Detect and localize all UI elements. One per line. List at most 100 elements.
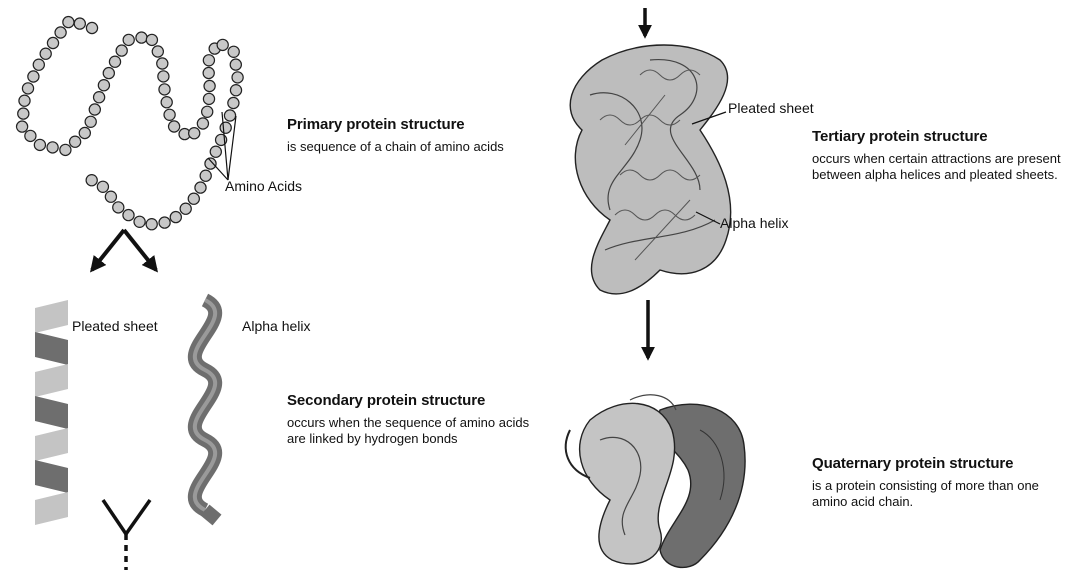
amino-acid-bead — [216, 38, 229, 52]
tertiary-pleated-sheet-label: Pleated sheet — [728, 100, 814, 116]
amino-acid-bead — [209, 145, 222, 158]
amino-acid-bead — [68, 135, 82, 148]
amino-acid-bead — [227, 45, 240, 59]
amino-acid-bead — [187, 126, 201, 140]
tertiary-structure-shape — [569, 44, 732, 295]
amino-acid-bead — [46, 36, 60, 50]
amino-acid-bead — [187, 192, 200, 205]
amino-acid-bead — [84, 115, 97, 129]
amino-acid-bead — [97, 78, 111, 92]
amino-acid-bead — [229, 58, 242, 71]
secondary-structure-description: occurs when the sequence of amino acids … — [287, 414, 530, 446]
amino-acid-bead — [122, 208, 135, 222]
amino-acid-bead — [39, 47, 52, 60]
amino-acid-bead — [179, 202, 192, 215]
amino-acid-bead — [96, 180, 110, 193]
amino-acid-bead — [62, 15, 75, 29]
tertiary-structure-description: occurs when certain attractions are pres… — [812, 150, 1061, 182]
amino-acid-bead — [158, 83, 171, 96]
amino-acid-bead — [223, 109, 237, 122]
primary-structure-description: is sequence of a chain of amino acids — [287, 138, 504, 154]
amino-acid-bead — [115, 44, 128, 57]
tertiary-pointer-lines — [691, 111, 727, 225]
amino-acid-bead — [15, 120, 29, 133]
primary-structure-caption: Primary protein structure is sequence of… — [287, 116, 504, 155]
pleated-sheet-segment — [35, 364, 68, 397]
amino-acid-bead — [33, 138, 47, 152]
amino-acid-bead — [73, 17, 87, 30]
amino-acid-bead — [46, 141, 59, 154]
quaternary-structure-shape — [564, 394, 746, 569]
amino-acid-bead — [18, 94, 31, 107]
alpha-helix-highlight — [192, 298, 218, 512]
amino-acid-bead — [156, 57, 169, 70]
pleated-sheet-segment — [35, 396, 68, 429]
amino-acid-bead — [122, 33, 135, 47]
amino-acid-chain — [15, 15, 244, 231]
amino-acid-bead — [151, 45, 164, 58]
amino-acid-bead — [158, 216, 171, 229]
amino-acid-bead — [108, 55, 122, 68]
amino-acid-bead — [135, 31, 148, 44]
alpha-helix-tail — [200, 504, 222, 526]
secondary-structure-caption: Secondary protein structure occurs when … — [287, 392, 529, 447]
amino-acid-bead — [78, 126, 92, 140]
amino-acid-bead — [194, 181, 207, 194]
amino-acid-bead — [133, 215, 146, 228]
secondary-pleated-sheet-label: Pleated sheet — [72, 318, 158, 334]
amino-acid-bead — [32, 58, 46, 71]
amino-acid-bead — [85, 21, 99, 35]
pleated-sheet-segment — [35, 332, 68, 365]
secondary-alpha-helix-label: Alpha helix — [242, 318, 311, 334]
pleated-sheet-segment — [35, 492, 68, 525]
alpha-helix-shape — [187, 293, 223, 526]
amino-acid-bead — [54, 26, 67, 39]
tertiary-structure-caption: Tertiary protein structure occurs when c… — [812, 128, 1061, 183]
amino-acid-bead — [219, 121, 232, 134]
amino-acid-bead — [104, 190, 118, 203]
amino-acid-bead — [199, 169, 212, 182]
tertiary-structure-title: Tertiary protein structure — [812, 128, 988, 145]
amino-acid-bead — [160, 95, 173, 109]
quaternary-structure-description: is a protein consisting of more than one… — [812, 477, 1039, 509]
amino-acid-bead — [27, 70, 40, 83]
amino-acid-bead — [17, 107, 30, 120]
amino-acid-bead — [202, 54, 216, 67]
amino-acid-bead — [227, 96, 240, 110]
amino-acid-bead — [229, 83, 243, 97]
amino-acid-bead — [231, 71, 244, 84]
amino-acids-pointer-lines — [207, 111, 237, 181]
pleated-sheet-segment — [35, 460, 68, 493]
pleated-sheet-segment — [35, 428, 68, 461]
amino-acid-bead — [203, 79, 216, 93]
amino-acids-label: Amino Acids — [225, 178, 303, 194]
amino-acid-bead — [202, 66, 215, 80]
pleated-sheet-segment — [35, 300, 68, 333]
primary-to-secondary-arrows — [90, 228, 158, 273]
amino-acid-bead — [200, 105, 214, 119]
tertiary-alpha-helix-label: Alpha helix — [720, 215, 789, 231]
amino-acid-bead — [112, 201, 125, 214]
primary-structure-title: Primary protein structure — [287, 116, 465, 133]
amino-acid-bead — [88, 103, 102, 116]
amino-acid-bead — [145, 33, 159, 47]
pleated-sheet-shape — [35, 300, 68, 525]
amino-acid-bead — [21, 82, 35, 95]
amino-acid-bead — [167, 120, 181, 133]
secondary-structure-title: Secondary protein structure — [287, 392, 486, 409]
amino-acid-bead — [145, 217, 158, 231]
hydrogen-bond-connector — [101, 498, 152, 570]
quaternary-structure-caption: Quaternary protein structure is a protei… — [812, 455, 1039, 510]
amino-acid-bead — [202, 92, 216, 106]
amino-acid-bead — [92, 90, 106, 104]
amino-acid-bead — [169, 210, 182, 224]
amino-acid-bead — [163, 108, 176, 122]
amino-acid-bead — [24, 129, 37, 143]
amino-acid-bead — [204, 157, 217, 170]
amino-acid-bead — [102, 66, 116, 80]
amino-acid-bead — [85, 173, 98, 187]
amino-acid-bead — [59, 143, 72, 157]
quaternary-structure-title: Quaternary protein structure — [812, 455, 1014, 472]
amino-acid-bead — [157, 70, 170, 83]
